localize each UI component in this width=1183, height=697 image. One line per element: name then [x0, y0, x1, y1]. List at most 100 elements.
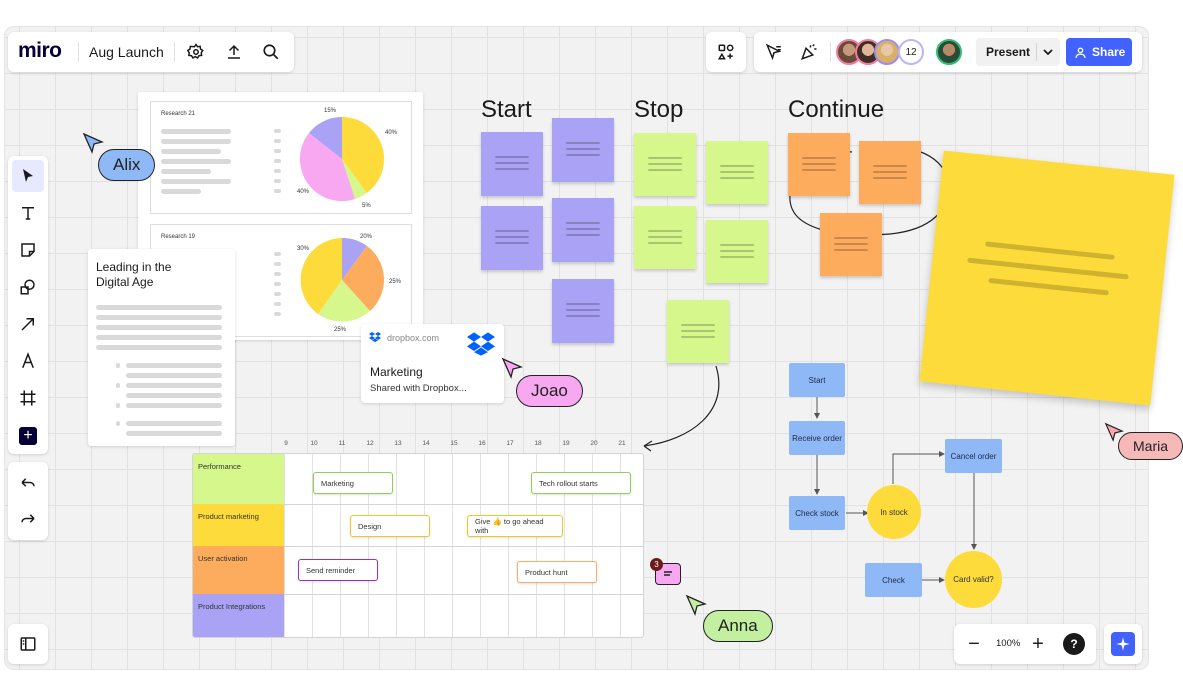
flowchart-start[interactable]: Start [789, 363, 845, 397]
search-icon[interactable] [261, 42, 281, 62]
pie-label: 25% [389, 279, 402, 285]
sticky-note[interactable] [706, 141, 768, 204]
shapes-icon[interactable] [18, 277, 38, 297]
cursor-name-maria: Maria [1118, 432, 1183, 460]
timeline-task[interactable]: Give 👍 to go ahead with [467, 515, 563, 537]
plus-icon: + [23, 427, 33, 444]
cursor-filter-icon[interactable] [764, 42, 784, 62]
sticky-note[interactable] [552, 118, 614, 182]
timeline-day: 21 [618, 440, 626, 447]
sticky-note[interactable] [552, 198, 614, 262]
share-label: Share [1092, 45, 1126, 59]
sticky-note[interactable] [481, 206, 543, 270]
dropbox-logo-icon [466, 331, 496, 357]
arrow-icon[interactable] [18, 314, 38, 334]
history-toolbar [8, 462, 48, 540]
zoom-in-icon[interactable]: + [1032, 632, 1044, 655]
sticky-note[interactable] [706, 220, 768, 283]
sticky-note[interactable] [552, 279, 614, 343]
document-title: Leading in the Digital Age [96, 260, 172, 289]
flowchart-check[interactable]: Check [865, 563, 922, 597]
pie-chart [300, 237, 384, 322]
timeline-task[interactable]: Marketing [313, 472, 393, 494]
share-button[interactable]: Share [1066, 38, 1132, 66]
document-card[interactable]: Leading in the Digital Age [88, 249, 235, 446]
cursor-joao-icon [501, 357, 523, 379]
flowchart-card-valid[interactable]: Card valid? [945, 551, 1002, 608]
upload-icon[interactable] [224, 42, 244, 62]
zoom-controls: − 100% + ? [954, 624, 1096, 664]
sticky-note[interactable] [820, 213, 882, 276]
cursor-name-alix: Alix [98, 149, 156, 181]
timeline-day: 12 [366, 440, 374, 447]
pie-label: 25% [334, 327, 347, 333]
sticky-note[interactable] [788, 133, 850, 196]
timeline-day: 16 [478, 440, 486, 447]
research-19-frame[interactable]: Research 19 20% 30% 25% 25% [150, 224, 412, 337]
present-button[interactable]: Present [976, 38, 1060, 66]
sticky-note[interactable] [667, 300, 729, 363]
comment-icon [662, 568, 674, 580]
pie-label: 30% [297, 246, 310, 252]
top-left-toolbar: miro Aug Launch [8, 32, 294, 72]
timeline-row-label: Product marketing [193, 504, 284, 546]
settings-icon[interactable] [186, 42, 206, 62]
pen-icon[interactable] [18, 351, 38, 371]
zoom-level[interactable]: 100% [996, 638, 1021, 649]
apps-icon [716, 42, 736, 62]
timeline-task[interactable]: Send reminder [298, 559, 378, 581]
sticky-note[interactable] [634, 133, 696, 196]
research-19-title: Research 19 [161, 234, 196, 240]
research-21-frame[interactable]: Research 21 15% 40% 40% 5% [150, 101, 412, 214]
sticky-note[interactable] [859, 141, 921, 204]
add-button[interactable]: + [19, 427, 37, 445]
retro-continue-header: Continue [788, 96, 885, 123]
flowchart-receive-order[interactable]: Receive order [789, 421, 845, 455]
timeline-day: 11 [338, 440, 346, 447]
frame-icon[interactable] [18, 388, 38, 408]
celebrate-icon[interactable] [799, 42, 819, 62]
select-tool[interactable] [12, 160, 44, 192]
pie-label: 20% [360, 234, 373, 240]
help-button[interactable]: ? [1063, 633, 1085, 655]
flowchart-connectors [814, 395, 977, 583]
zoom-out-icon[interactable]: − [968, 632, 980, 655]
retro-start-header: Start [481, 96, 532, 123]
timeline-task[interactable]: Design [350, 515, 430, 537]
board-name[interactable]: Aug Launch [89, 44, 164, 60]
apps-button[interactable] [706, 32, 746, 72]
cursor-maria-icon [1104, 422, 1124, 442]
collaborator-count[interactable]: 12 [898, 39, 924, 65]
left-toolbar: + [8, 156, 48, 454]
sticky-note-icon[interactable] [18, 240, 38, 260]
flowchart-cancel-order[interactable]: Cancel order [945, 439, 1002, 473]
pie-label: 15% [324, 108, 337, 114]
flowchart-check-stock[interactable]: Check stock [789, 496, 845, 530]
timeline-task[interactable]: Tech rollout starts [531, 472, 631, 494]
timeline-day: 20 [590, 440, 598, 447]
pie-label: 5% [362, 203, 371, 209]
timeline-day: 13 [394, 440, 402, 447]
text-icon[interactable] [18, 203, 38, 223]
redo-icon[interactable] [18, 510, 38, 530]
research-21-title: Research 21 [161, 111, 196, 117]
sticky-note[interactable] [634, 206, 696, 269]
ai-assistant-button[interactable] [1104, 624, 1142, 664]
dropbox-title: Marketing [370, 365, 423, 379]
cursor-alix-icon [82, 132, 104, 154]
timeline-day: 15 [450, 440, 458, 447]
sidebar-toggle[interactable] [8, 624, 48, 664]
undo-icon[interactable] [18, 474, 38, 494]
flowchart-in-stock[interactable]: In stock [867, 485, 921, 539]
connector-arrow [643, 365, 720, 452]
sticky-note[interactable] [481, 132, 543, 196]
avatar[interactable] [936, 39, 962, 65]
dropbox-source: dropbox.com [387, 333, 440, 343]
dropbox-card[interactable]: dropbox.com Marketing Shared with Dropbo… [361, 324, 504, 403]
timeline-task[interactable]: Product hunt [517, 561, 597, 583]
avatar[interactable] [874, 39, 900, 65]
timeline-day: 14 [422, 440, 430, 447]
miro-logo[interactable]: miro [18, 39, 62, 62]
chevron-down-icon[interactable] [1040, 44, 1056, 60]
timeline-day: 9 [284, 440, 288, 447]
